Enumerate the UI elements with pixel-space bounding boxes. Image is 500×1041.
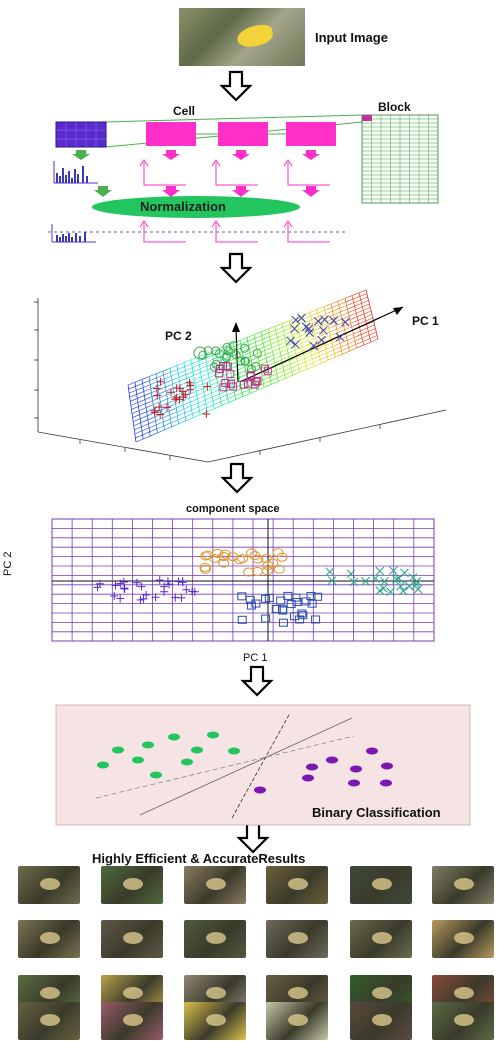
result-thumbnail <box>101 920 163 958</box>
butterfly-shape <box>288 1014 308 1026</box>
butterfly-shape <box>372 932 392 944</box>
result-thumbnail <box>432 1002 494 1040</box>
pc1-axis-label: PC 1 <box>243 652 268 664</box>
hog-diagram <box>48 114 439 243</box>
butterfly-shape <box>206 987 226 999</box>
down-arrow-icon <box>241 665 273 697</box>
butterfly-shape <box>40 1014 60 1026</box>
result-thumbnail <box>350 920 412 958</box>
result-thumbnail <box>266 866 328 904</box>
cell-grid <box>55 121 107 148</box>
pc1-3d-label: PC 1 <box>412 314 439 328</box>
result-thumbnail <box>184 920 246 958</box>
butterfly-shape <box>454 932 474 944</box>
butterfly-shape <box>454 878 474 890</box>
butterfly-shape <box>123 1014 143 1026</box>
cell-box <box>286 122 336 146</box>
butterfly-shape <box>206 1014 226 1026</box>
result-thumbnail <box>101 1002 163 1040</box>
butterfly-shape <box>372 987 392 999</box>
result-thumbnail <box>350 1002 412 1040</box>
butterfly-shape <box>40 987 60 999</box>
result-thumbnail <box>184 1002 246 1040</box>
input-image <box>179 8 305 66</box>
pca-3d-plot <box>34 289 447 463</box>
cell-box <box>146 122 196 146</box>
result-thumbnail <box>18 920 80 958</box>
result-thumbnail <box>18 866 80 904</box>
butterfly-shape <box>123 878 143 890</box>
down-arrow-icon <box>220 70 252 102</box>
result-thumbnail <box>432 866 494 904</box>
cell-label: Cell <box>173 104 196 118</box>
normalization-ellipse <box>92 196 300 218</box>
butterfly-shape <box>454 1014 474 1026</box>
butterfly-shape <box>288 987 308 999</box>
pc2-axis-label: PC 2 <box>2 551 14 576</box>
input-image-label: Input Image <box>315 30 388 45</box>
result-thumbnail <box>101 866 163 904</box>
result-thumbnail <box>266 1002 328 1040</box>
result-thumbnail <box>266 920 328 958</box>
binary-classification-label: Binary Classification <box>312 805 441 820</box>
binary-classification-panel <box>55 704 471 826</box>
component-space-plot <box>51 518 435 642</box>
butterfly-shape <box>454 987 474 999</box>
butterfly-shape <box>123 987 143 999</box>
butterfly-shape <box>40 878 60 890</box>
down-arrow-icon <box>221 462 253 494</box>
result-thumbnail <box>184 866 246 904</box>
normalization-label: Normalization <box>140 199 226 214</box>
results-title: Highly Efficient & AccurateResults <box>92 851 306 866</box>
result-thumbnail <box>18 1002 80 1040</box>
butterfly-shape <box>288 878 308 890</box>
butterfly-shape <box>288 932 308 944</box>
down-arrow-icon <box>220 252 252 284</box>
butterfly-shape <box>40 932 60 944</box>
butterfly-shape <box>206 932 226 944</box>
cell-box <box>218 122 268 146</box>
component-space-title: component space <box>186 503 280 515</box>
result-thumbnail <box>350 866 412 904</box>
pc2-3d-label: PC 2 <box>165 329 192 343</box>
butterfly-shape <box>206 878 226 890</box>
block-label: Block <box>378 100 411 114</box>
result-thumbnail <box>432 920 494 958</box>
butterfly-shape <box>372 1014 392 1026</box>
butterfly-shape <box>123 932 143 944</box>
butterfly-shape <box>372 878 392 890</box>
down-arrow-icon <box>237 822 269 854</box>
